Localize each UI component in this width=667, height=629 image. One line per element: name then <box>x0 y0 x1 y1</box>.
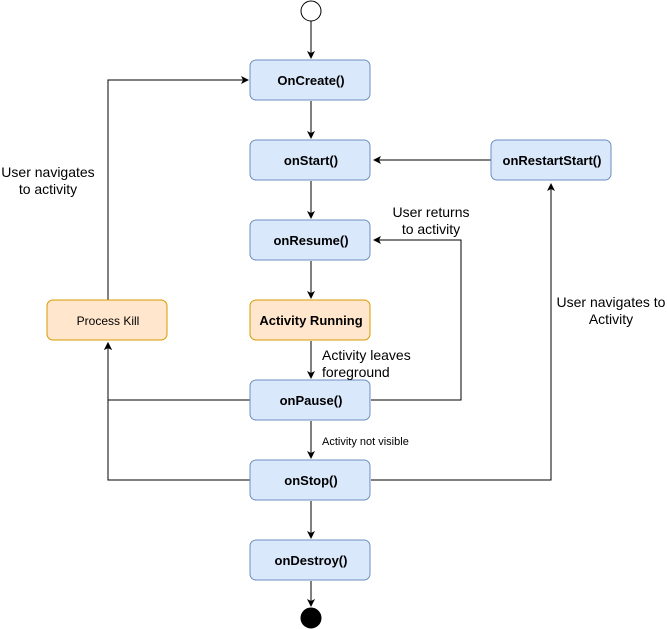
label-activity-leaves-1: Activity leaves <box>322 347 411 363</box>
edge-onpause-to-process-kill <box>104 342 250 401</box>
label-user-navigates-left-1: User navigates <box>1 164 94 180</box>
start-node <box>300 0 322 22</box>
edge-onstop-to-process-kill <box>104 342 250 481</box>
node-ondestroy-label: onDestroy() <box>275 553 348 568</box>
node-onpause-label: onPause() <box>280 393 343 408</box>
node-oncreate: OnCreate() <box>249 59 371 101</box>
node-ondestroy: onDestroy() <box>249 539 371 581</box>
end-node <box>300 607 322 629</box>
label-user-navigates-left-2: to activity <box>19 181 77 197</box>
edge-onstop-to-onrestartstart <box>371 183 555 481</box>
node-onrestartstart: onRestartStart() <box>490 139 612 181</box>
node-activity-running-label: Activity Running <box>259 313 362 328</box>
node-onrestartstart-label: onRestartStart() <box>503 153 602 168</box>
label-activity-leaves-2: foreground <box>322 364 390 380</box>
node-onstop-label: onStop() <box>284 473 337 488</box>
label-user-navigates-right-1: User navigates to <box>557 294 666 310</box>
node-activity-running: Activity Running <box>249 299 371 341</box>
edge-process-kill-to-oncreate <box>107 76 249 300</box>
node-oncreate-label: OnCreate() <box>277 73 344 88</box>
node-onresume-label: onResume() <box>273 233 348 248</box>
label-user-returns-2: to activity <box>402 221 460 237</box>
label-user-returns-1: User returns <box>392 204 469 220</box>
label-user-navigates-right-2: Activity <box>589 311 633 327</box>
node-onpause: onPause() <box>249 379 371 421</box>
edge-onpause-to-onresume <box>371 236 462 401</box>
label-activity-not-visible: Activity not visible <box>322 436 409 448</box>
node-onstop: onStop() <box>249 459 371 501</box>
node-onstart-label: onStart() <box>284 153 338 168</box>
node-onstart: onStart() <box>249 139 371 181</box>
node-process-kill-label: Process Kill <box>77 314 140 328</box>
node-process-kill: Process Kill <box>46 299 168 341</box>
node-onresume: onResume() <box>249 219 371 261</box>
